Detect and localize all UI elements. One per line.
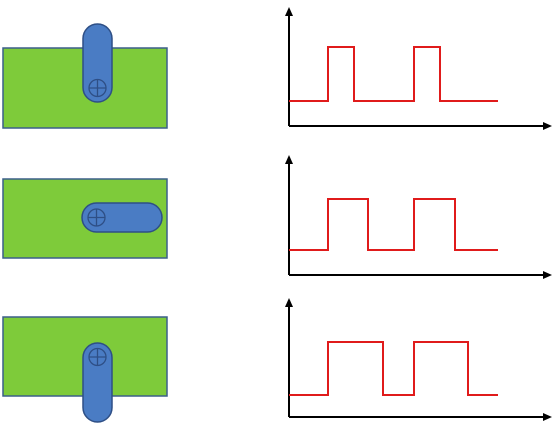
signal-chart <box>285 7 552 130</box>
x-axis-arrow-icon <box>543 271 552 279</box>
row-2 <box>2 155 552 279</box>
lever-handle <box>82 342 113 423</box>
x-axis-arrow-icon <box>543 413 552 421</box>
y-axis-arrow-icon <box>285 7 293 16</box>
pivot-crosshair-icon <box>88 347 107 367</box>
pivot-crosshair-icon <box>87 208 106 227</box>
pwm-waveform <box>289 46 498 102</box>
signal-chart <box>285 298 552 421</box>
row-3 <box>2 298 552 423</box>
pwm-waveform <box>289 341 498 396</box>
row-1 <box>2 7 552 130</box>
y-axis-arrow-icon <box>285 298 293 307</box>
x-axis-arrow-icon <box>543 122 552 130</box>
pivot-crosshair-icon <box>88 78 107 98</box>
lever-assembly-up <box>2 23 168 129</box>
lever-assembly-down <box>2 316 168 423</box>
lever-assembly-right <box>2 178 168 259</box>
y-axis-arrow-icon <box>285 155 293 164</box>
pwm-waveform <box>289 198 498 251</box>
signal-chart <box>285 155 552 279</box>
